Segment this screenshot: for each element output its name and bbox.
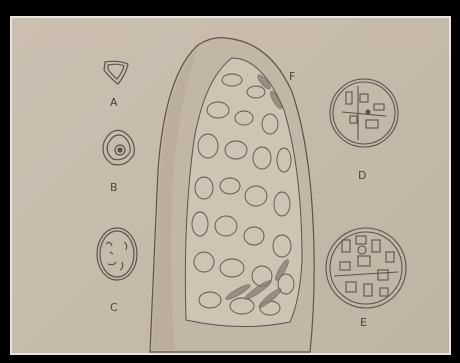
label-f: F	[289, 70, 295, 83]
figure-c-cell	[97, 228, 137, 280]
label-e: E	[360, 316, 367, 329]
figure-a-cell	[104, 61, 128, 84]
label-c: C	[110, 301, 118, 314]
figure-d-cell	[330, 79, 398, 147]
figure-f-leaf-section	[150, 38, 314, 352]
figure-e-cell	[326, 228, 406, 308]
figure-b-cell	[103, 130, 134, 165]
label-a: A	[110, 96, 118, 109]
label-b: B	[110, 181, 118, 194]
label-d: D	[358, 169, 366, 182]
